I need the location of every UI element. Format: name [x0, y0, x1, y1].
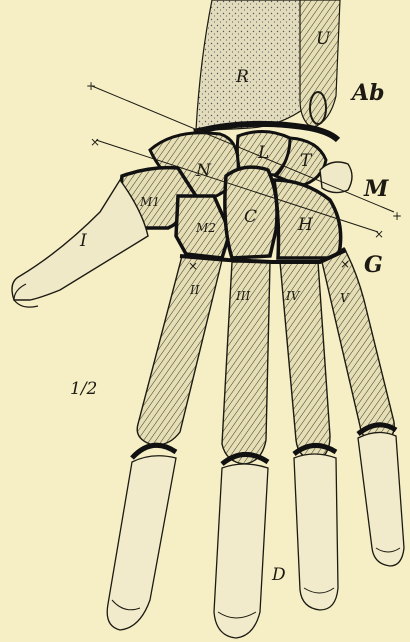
label-trapezoid: M2 [195, 221, 216, 235]
label-triquetrum: T [300, 151, 313, 171]
phalanx-5 [358, 432, 404, 566]
label-radius: R [235, 67, 249, 87]
label-region-forearm: Ab [350, 80, 384, 106]
label-scaphoid: N [195, 161, 212, 181]
label-capitate: C [244, 207, 257, 227]
axis-marker-cross-left: × [90, 135, 100, 149]
metacarpal-2 [137, 256, 222, 445]
axis-marker-cross-mid: × [340, 257, 350, 271]
radius-bone [196, 0, 305, 130]
phalanx-4 [294, 454, 338, 610]
label-metacarpal-5: V [340, 291, 350, 305]
axis-marker-plus-left: + [86, 79, 96, 93]
axis-marker-cross-right: × [374, 227, 384, 241]
label-trapezium: M1 [139, 195, 160, 209]
label-ulna: U [316, 29, 331, 49]
axis-marker-plus-right: + [392, 209, 402, 223]
ulna-bone [300, 0, 340, 128]
phalanx-3 [214, 464, 268, 638]
label-hamate: H [297, 215, 314, 235]
label-metacarpal-4: IV [285, 289, 301, 303]
phalanx-2 [107, 456, 176, 630]
label-metacarpal-2: II [189, 283, 200, 297]
label-lunate: L [257, 143, 269, 163]
label-metacarpal-1: I [79, 231, 87, 251]
label-metacarpal-3: III [235, 289, 250, 303]
metacarpal-5 [322, 248, 394, 442]
label-region-digits: D [271, 565, 286, 585]
label-region-middle: M [363, 176, 389, 202]
label-region-cmc: G [364, 252, 383, 278]
label-scale: 1/2 [70, 379, 97, 399]
axis-marker-cross-m2: × [188, 259, 198, 273]
